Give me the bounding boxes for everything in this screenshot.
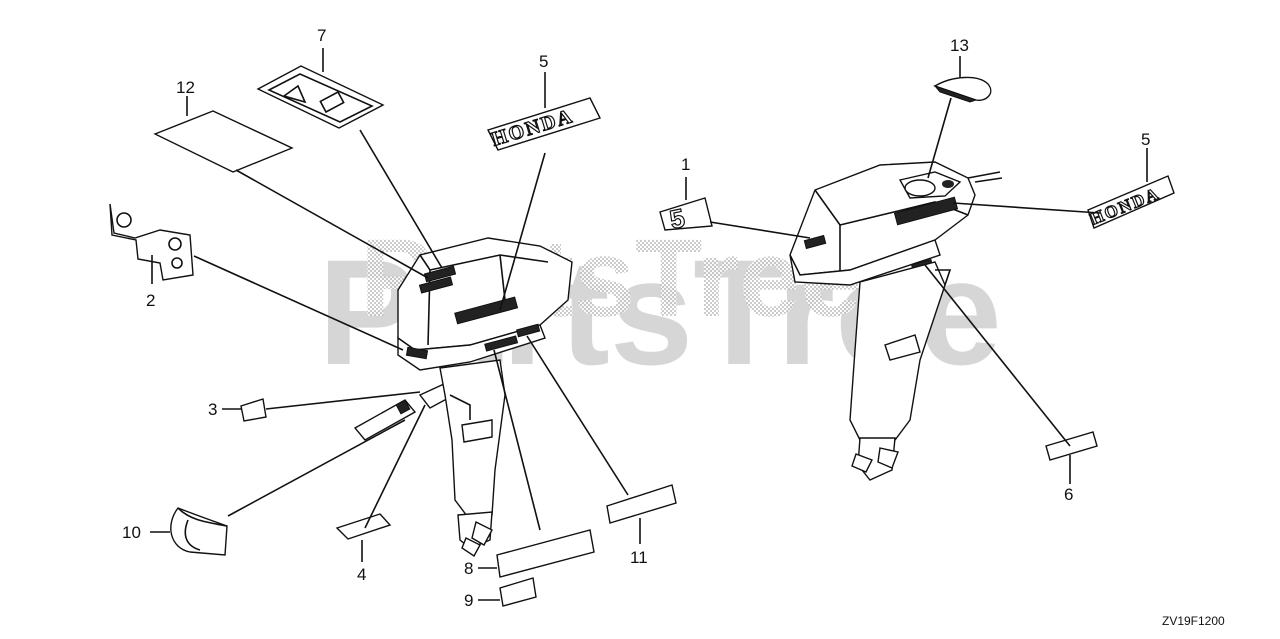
- honda-decal-text: HONDA: [489, 105, 576, 151]
- callout-5-right: 5: [1141, 130, 1150, 149]
- part-7-caution-decal: [256, 65, 385, 129]
- callout-11: 11: [630, 548, 648, 567]
- callout-5-left: 5: [539, 52, 548, 71]
- callout-9: 9: [464, 591, 473, 610]
- callout-3: 3: [208, 400, 217, 419]
- outboard-motor-right: [789, 161, 1003, 481]
- part-1-model-emblem: 5: [659, 197, 713, 235]
- callout-1: 1: [681, 155, 690, 174]
- part-10-band: [170, 507, 228, 556]
- svg-text:5: 5: [667, 203, 687, 235]
- part-12-label: [153, 110, 294, 173]
- part-5-honda-decal-right: HONDA: [1087, 175, 1175, 229]
- callout-4: 4: [357, 565, 366, 584]
- part-13-cap-decal: [933, 76, 992, 103]
- figure-code: ZV19F1200: [1162, 614, 1225, 628]
- part-4-label: [335, 513, 392, 540]
- leader-lines: [193, 97, 1101, 531]
- callout-2: 2: [146, 291, 155, 310]
- callout-13: 13: [950, 36, 969, 55]
- part-8-label: [496, 529, 595, 578]
- part-2-gasket: [109, 203, 194, 281]
- callout-7: 7: [317, 26, 326, 45]
- part-5-honda-decal-left: HONDA: [487, 97, 601, 151]
- part-6-label: [1045, 431, 1098, 461]
- part-9-label: [499, 577, 537, 607]
- callout-8: 8: [464, 559, 473, 578]
- callout-numbers: 12 7 5 2 3 10 4 8 9 11 1 13 5 6: [122, 26, 1150, 610]
- callout-stubs: [150, 48, 1148, 601]
- callout-6: 6: [1064, 485, 1073, 504]
- part-3-label: [240, 398, 267, 422]
- callout-12: 12: [176, 78, 195, 97]
- callout-10: 10: [122, 523, 141, 542]
- part-11-label: [606, 484, 677, 524]
- honda-decal-text: HONDA: [1087, 184, 1162, 229]
